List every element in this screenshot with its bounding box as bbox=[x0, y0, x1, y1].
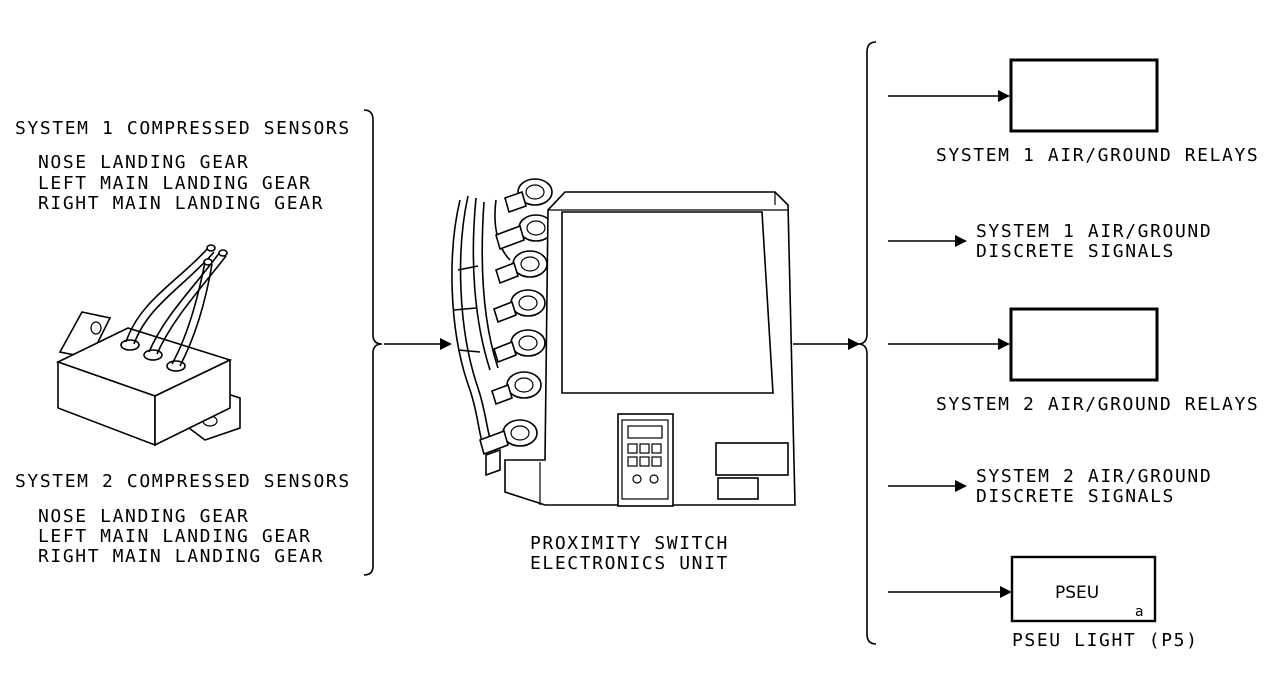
system2-sensors-title: SYSTEM 2 COMPRESSED SENSORS bbox=[15, 471, 351, 492]
sys1-relays-box bbox=[1009, 58, 1159, 133]
output-arrows bbox=[888, 90, 1012, 598]
pseu-box-text: PSEU bbox=[1055, 583, 1099, 603]
sys2-relays-box bbox=[1009, 307, 1159, 382]
system1-sensors-title: SYSTEM 1 COMPRESSED SENSORS bbox=[15, 118, 351, 139]
pseu-light-caption: PSEU LIGHT (P5) bbox=[1012, 630, 1199, 651]
electronics-unit-icon bbox=[451, 178, 796, 507]
system1-item-left-main: LEFT MAIN LANDING GEAR bbox=[38, 173, 312, 194]
sys2-discrete-line2: DISCRETE SIGNALS bbox=[976, 486, 1175, 507]
center-label-line2: ELECTRONICS UNIT bbox=[530, 553, 729, 574]
right-arrow-head bbox=[848, 338, 860, 350]
pseu-box-sub: a bbox=[1135, 604, 1144, 620]
system2-item-right-main: RIGHT MAIN LANDING GEAR bbox=[38, 546, 324, 567]
pseu-box bbox=[1010, 555, 1157, 623]
left-brace bbox=[363, 109, 383, 576]
sys2-relays-label: SYSTEM 2 AIR/GROUND RELAYS bbox=[936, 394, 1259, 415]
proximity-sensor-icon bbox=[55, 244, 241, 447]
sys2-discrete-line1: SYSTEM 2 AIR/GROUND bbox=[976, 466, 1212, 487]
system2-item-left-main: LEFT MAIN LANDING GEAR bbox=[38, 526, 312, 547]
sys1-relays-label: SYSTEM 1 AIR/GROUND RELAYS bbox=[936, 145, 1259, 166]
center-label-line1: PROXIMITY SWITCH bbox=[530, 533, 729, 554]
right-brace bbox=[857, 41, 877, 645]
system1-item-right-main: RIGHT MAIN LANDING GEAR bbox=[38, 193, 324, 214]
system1-item-nose: NOSE LANDING GEAR bbox=[38, 152, 249, 173]
sys1-discrete-line2: DISCRETE SIGNALS bbox=[976, 241, 1175, 262]
left-arrow-head bbox=[440, 338, 452, 350]
system2-item-nose: NOSE LANDING GEAR bbox=[38, 506, 249, 527]
sys1-discrete-line1: SYSTEM 1 AIR/GROUND bbox=[976, 221, 1212, 242]
